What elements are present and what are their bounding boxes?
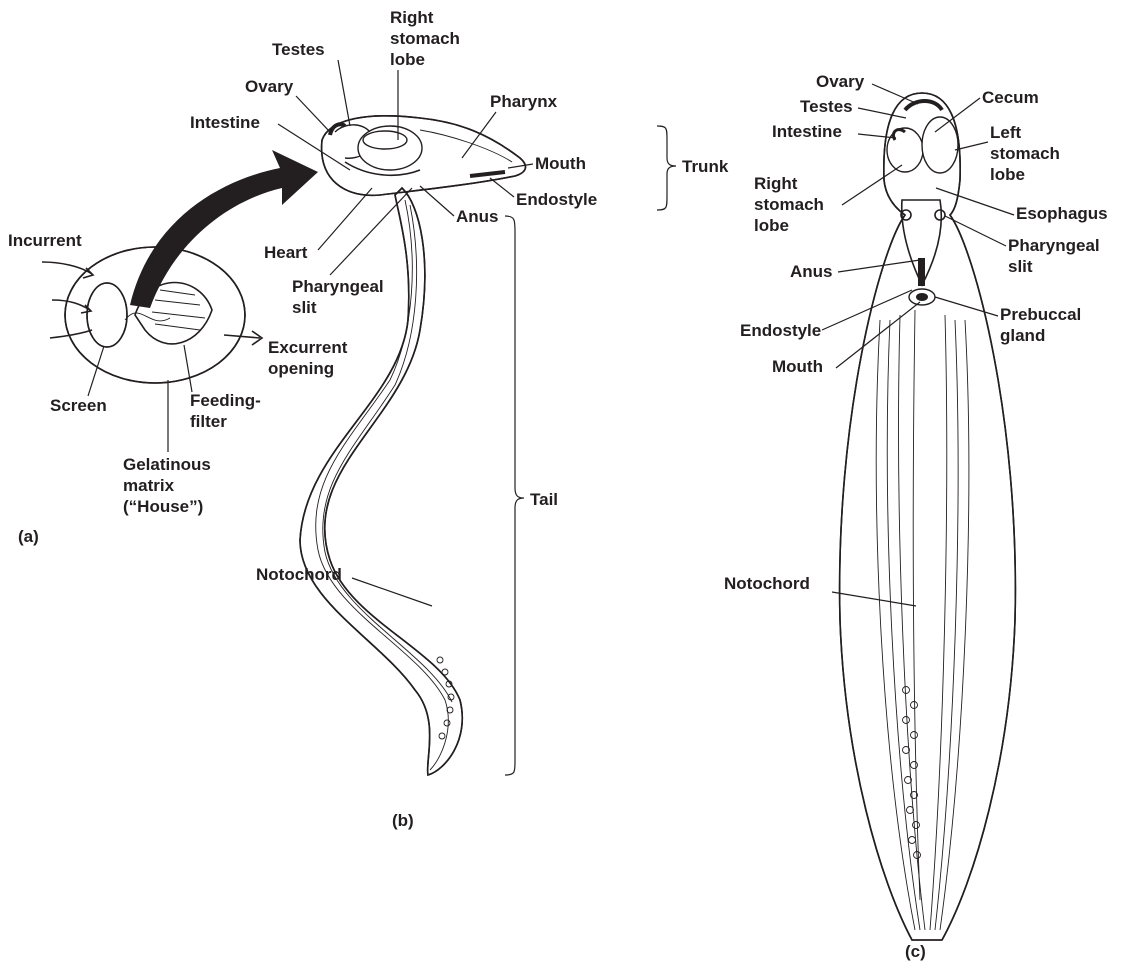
label-trunk: Trunk [682,157,729,176]
label-stomach-left-c: stomach [990,144,1060,163]
trunk-brace [657,126,676,210]
label-right-b: Right [390,8,434,27]
panel-label-b: (b) [392,811,414,830]
label-right-c: Right [754,174,798,193]
panel-label-c: (c) [905,942,926,961]
label-endostyle-c: Endostyle [740,321,821,340]
label-screen: Screen [50,396,107,415]
label-stomach-b: stomach [390,29,460,48]
panel-c-labels: Ovary Testes Intestine Cecum Left stomac… [724,72,1108,961]
label-pharyngeal-c: Pharyngeal [1008,236,1100,255]
label-mouth-b: Mouth [535,154,586,173]
label-lobe-left-c: lobe [990,165,1025,184]
label-intestine-b: Intestine [190,113,260,132]
label-house: (“House”) [123,497,203,516]
label-mouth-c: Mouth [772,357,823,376]
label-incurrent: Incurrent [8,231,82,250]
label-gland: gland [1000,326,1045,345]
label-testes-b: Testes [272,40,325,59]
label-notochord-b: Notochord [256,565,342,584]
label-pharyngeal-b: Pharyngeal [292,277,384,296]
label-excurrent: Excurrent [268,338,348,357]
label-slit-b: slit [292,298,317,317]
label-heart: Heart [264,243,308,262]
pharyngeal-slit-right [935,210,945,220]
panel-label-a: (a) [18,527,39,546]
label-stomach-right-c: stomach [754,195,824,214]
notochord-dorsal [913,310,920,900]
label-ovary-c: Ovary [816,72,865,91]
label-cecum: Cecum [982,88,1039,107]
label-ovary-b: Ovary [245,77,294,96]
left-stomach-shape [922,117,958,173]
label-opening: opening [268,359,334,378]
label-endostyle-b: Endostyle [516,190,597,209]
magnification-arrow [130,150,318,308]
label-lobe-b: lobe [390,50,425,69]
label-lobe-right-c: lobe [754,216,789,235]
notochord-cells [437,657,454,739]
label-tail: Tail [530,490,558,509]
label-esophagus: Esophagus [1016,204,1108,223]
label-intestine-c: Intestine [772,122,842,141]
label-anus-c: Anus [790,262,833,281]
panel-b-labels: Testes Ovary Intestine Right stomach lob… [190,8,729,830]
label-gelatinous: Gelatinous [123,455,211,474]
tail-brace [505,216,524,775]
label-anus-b: Anus [456,207,499,226]
label-prebuccal: Prebuccal [1000,305,1081,324]
label-matrix: matrix [123,476,175,495]
label-slit-c: slit [1008,257,1033,276]
muscle-bands [876,315,969,930]
panel-c-animal [840,93,1016,940]
label-left-c: Left [990,123,1022,142]
label-pharynx-b: Pharynx [490,92,558,111]
label-feeding: Feeding- [190,391,261,410]
excurrent-arrow [224,335,260,338]
label-filter: filter [190,412,227,431]
label-testes-c: Testes [800,97,853,116]
label-notochord-c: Notochord [724,574,810,593]
